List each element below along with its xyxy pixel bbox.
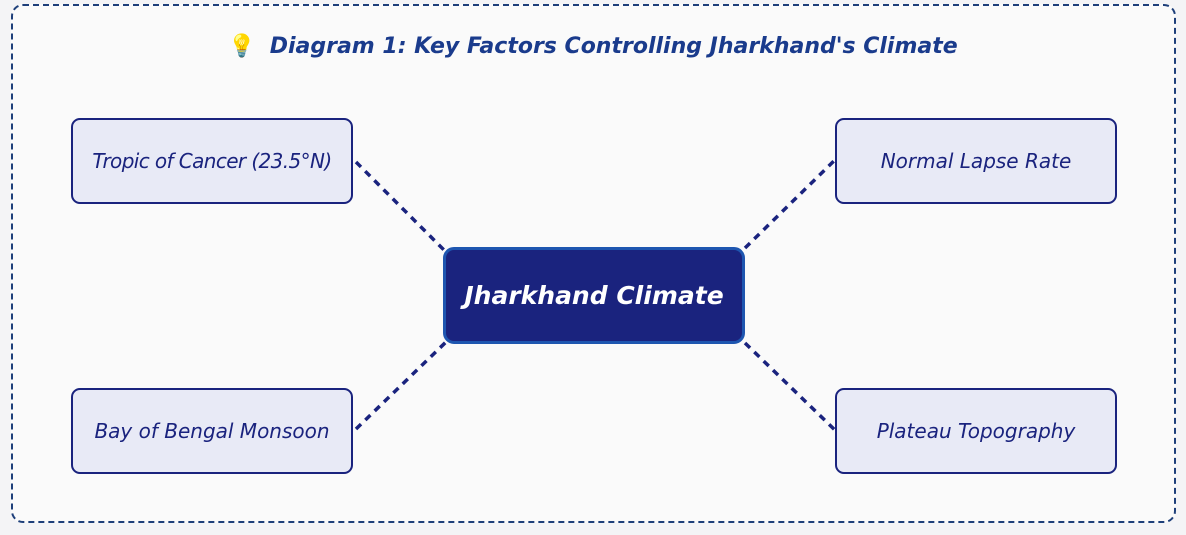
connector-top-left: [354, 160, 446, 252]
diagram-title: 💡 Diagram 1: Key Factors Controlling Jhar…: [0, 34, 1186, 59]
connector-bottom-right: [743, 341, 839, 434]
connector-bottom-left: [354, 340, 448, 431]
factor-label: Plateau Topography: [876, 419, 1076, 443]
factor-node-plateau-topography: Plateau Topography: [835, 388, 1117, 474]
factor-label: Normal Lapse Rate: [880, 149, 1072, 173]
diagram-title-text: Diagram 1: Key Factors Controlling Jhark…: [269, 34, 958, 59]
factor-node-tropic-of-cancer: Tropic of Cancer (23.5°N): [71, 118, 353, 204]
factor-label: Tropic of Cancer (23.5°N): [92, 149, 332, 173]
factor-node-normal-lapse-rate: Normal Lapse Rate: [835, 118, 1117, 204]
factor-node-bay-of-bengal-monsoon: Bay of Bengal Monsoon: [71, 388, 353, 474]
center-node-jharkhand-climate: Jharkhand Climate: [443, 247, 745, 344]
center-label: Jharkhand Climate: [464, 281, 724, 310]
lightbulb-icon: 💡: [228, 34, 256, 59]
connector-top-right: [743, 156, 839, 250]
factor-label: Bay of Bengal Monsoon: [94, 419, 330, 443]
